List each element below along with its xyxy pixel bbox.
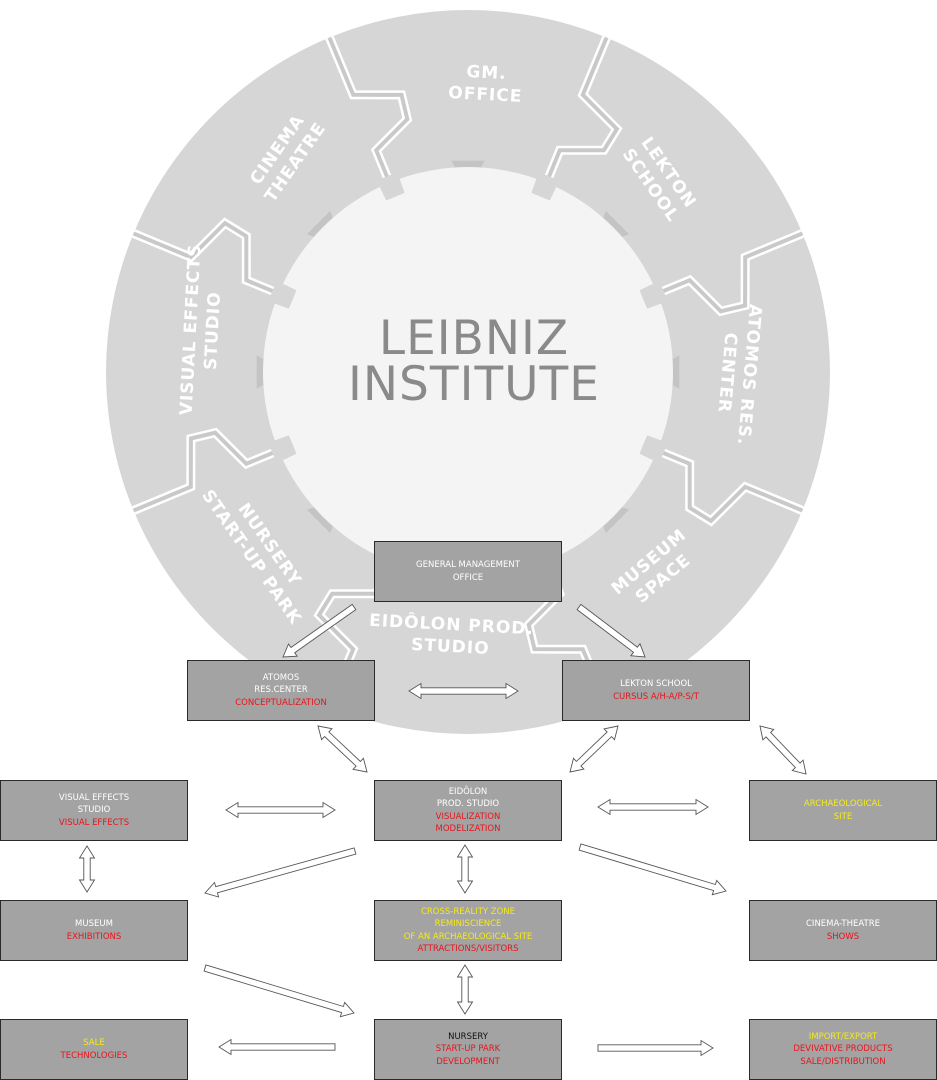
center-notch <box>268 280 297 309</box>
center-disc <box>263 167 673 577</box>
segment-divider-inner <box>656 228 811 314</box>
box-line: SALE <box>83 1038 105 1048</box>
segment-divider-inner <box>125 220 280 296</box>
center-notch <box>531 172 560 201</box>
center-notch <box>268 435 297 464</box>
box-line: VISUAL EFFECTS <box>58 792 130 803</box>
box-line: RES.CENTER <box>254 685 308 696</box>
box-line: MODELIZATION <box>435 824 501 834</box>
sale-box: SALE TECHNOLOGIES <box>0 1019 188 1080</box>
box-line: PROD. STUDIO <box>436 799 500 809</box>
box-line: REMINISCIENCE <box>434 919 502 929</box>
box-line: ATTRACTIONS/VISITORS <box>417 944 519 954</box>
museum-box: MUSEUM EXHIBITIONS <box>0 900 188 961</box>
center-title-line1: LEIBNIZ <box>379 311 569 366</box>
box-line: EXHIBITIONS <box>66 931 122 942</box>
segment-label-line: GM. <box>466 62 507 84</box>
box-line: SITE <box>833 811 853 822</box>
box-line: NURSERY <box>448 1031 488 1042</box>
box-line: DEVIVATIVE PRODUCTS <box>793 1044 893 1055</box>
box-line: MUSEUM <box>75 919 113 929</box>
box-line: CROSS-REALITY ZONE <box>420 906 516 917</box>
box-line: CURSUS A/H-A/P-S/T <box>613 691 699 702</box>
box-line: EIDÔLON <box>448 786 488 797</box>
cinema-theatre-box: CINEMA-THEATRE SHOWS <box>749 900 937 961</box>
cross-reality-box: CROSS-REALITY ZONE REMINISCIENCE OF AN ARC… <box>374 900 562 961</box>
segment-label-line: OFFICE <box>448 83 523 107</box>
box-line: DEVELOPMENT <box>436 1056 500 1067</box>
box-line: START-UP PARK <box>435 1044 501 1055</box>
lekton-box: LEKTON SCHOOL CURSUS A/H-A/P-S/T <box>562 660 750 721</box>
segment-label-line: STUDIO <box>411 635 490 659</box>
eidolon-box: EIDÔLON PROD. STUDIO VISUALIZATION MODELIZA… <box>374 780 562 841</box>
general-management-box: GENERAL MANAGEMENT OFFICE <box>374 541 562 602</box>
segment-divider-inner <box>656 448 811 524</box>
center-notch <box>376 172 405 201</box>
box-line: LEKTON SCHOOL <box>620 679 692 689</box>
center-notch <box>639 435 668 464</box>
box-line: OF AN ARCHAEOLOGICAL SITE <box>403 931 533 942</box>
segment-divider-inner <box>324 29 410 184</box>
box-line: CONCEPTUALIZATION <box>235 697 327 708</box>
box-line: CINEMA-THEATRE <box>806 919 880 929</box>
archaeological-site-box: ARCHAEOLOGICAL SITE <box>749 780 937 841</box>
box-line: VISUAL EFFECTS <box>58 817 130 828</box>
box-line: IMPORT/EXPORT <box>808 1031 878 1042</box>
box-line: SHOWS <box>826 931 860 942</box>
box-line: SALE/DISTRIBUTION <box>800 1056 886 1067</box>
segment-divider-inner <box>544 29 620 184</box>
segment-label-gm-office: GM.OFFICE <box>448 61 524 107</box>
center-notch <box>639 280 668 309</box>
box-line: VISUALIZATION <box>435 811 501 822</box>
center-title-line2: INSTITUTE <box>348 357 600 412</box>
box-line: ARCHAEOLOGICAL <box>803 799 883 809</box>
box-line: OFFICE <box>452 572 484 583</box>
segment-label-line: STUDIO <box>201 291 225 370</box>
box-line: STUDIO <box>77 805 111 816</box>
box-line: ATOMOS <box>262 672 300 683</box>
box-line: TECHNOLOGIES <box>60 1050 128 1061</box>
segment-divider-inner <box>125 430 280 516</box>
box-line: GENERAL MANAGEMENT <box>416 560 520 570</box>
